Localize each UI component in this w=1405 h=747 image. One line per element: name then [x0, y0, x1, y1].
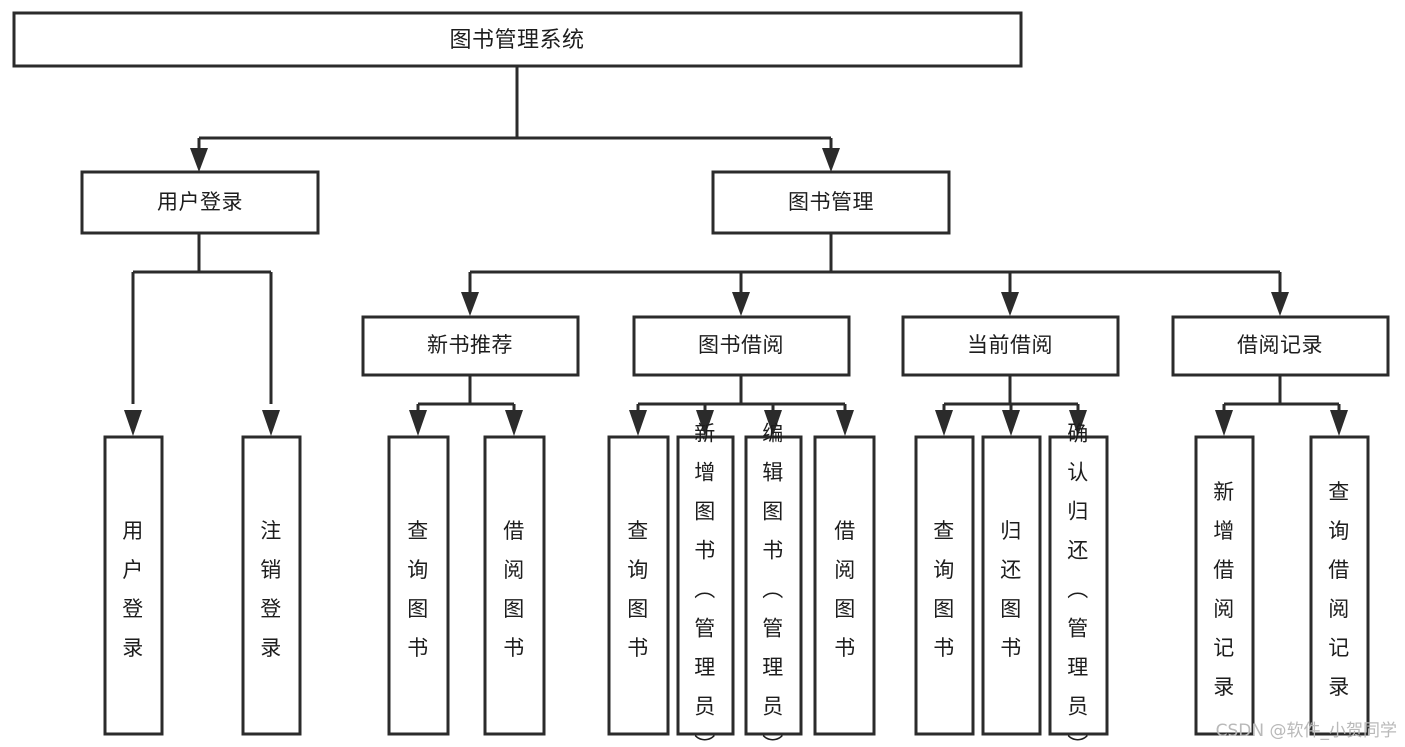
borrow-record-box[interactable] — [1171, 315, 1390, 377]
leaf-add-book-label: 新增图书︵管理员︶ — [694, 421, 716, 747]
new-book-recommend-label: 新书推荐 — [427, 333, 513, 357]
arrow-to-leaf-query-book-1 — [409, 410, 427, 436]
leaf-return-book-box[interactable] — [981, 435, 1042, 736]
leaf-query-record-box[interactable] — [1309, 435, 1370, 736]
leaf-logout[interactable]: 注销登录 — [241, 435, 302, 736]
arrow-to-leaf-add-record — [1215, 410, 1233, 436]
arrow-to-leaf-user-login — [124, 410, 142, 436]
node-book-management[interactable]: 图书管理 — [711, 170, 951, 235]
leaf-query-book-2-box[interactable] — [607, 435, 670, 736]
edge-root-to-bus — [197, 66, 833, 158]
leaf-user-login-box[interactable] — [103, 435, 164, 736]
arrow-to-leaf-query-record — [1330, 410, 1348, 436]
new-book-recommend-box[interactable] — [361, 315, 580, 377]
leaf-edit-book[interactable]: 编辑图书︵管理员︶ — [744, 421, 803, 747]
arrow-to-leaf-logout — [262, 410, 280, 436]
book-management-label: 图书管理 — [788, 190, 874, 214]
leaf-query-book-1-label: 查询图书 — [407, 519, 429, 660]
user-login-label: 用户登录 — [157, 190, 243, 214]
node-new-book-recommend[interactable]: 新书推荐 — [361, 315, 580, 377]
leaf-add-book[interactable]: 新增图书︵管理员︶ — [676, 421, 735, 747]
edge-currentborrow-to-bus — [942, 376, 1080, 412]
root-label: 图书管理系统 — [449, 28, 584, 53]
arrow-to-current-borrow — [1001, 292, 1019, 316]
arrow-to-leaf-borrow-book-2 — [836, 410, 854, 436]
leaf-query-record[interactable]: 查询借阅记录 — [1309, 435, 1370, 736]
leaf-add-record-label: 新增借阅记录 — [1213, 480, 1235, 699]
edge-bookborrow-to-bus — [636, 376, 847, 412]
edge-bookmgmt-to-bus — [468, 233, 1282, 292]
arrow-to-leaf-borrow-book-1 — [505, 410, 523, 436]
book-borrow-label: 图书借阅 — [698, 333, 784, 357]
leaf-return-book[interactable]: 归还图书 — [981, 435, 1042, 736]
leaf-user-login-label: 用户登录 — [122, 519, 144, 660]
edge-userlogin-to-bus — [131, 233, 273, 404]
arrow-to-borrow-record — [1271, 292, 1289, 316]
leaf-query-book-1-box[interactable] — [387, 435, 450, 736]
leaf-user-login[interactable]: 用户登录 — [103, 435, 164, 736]
book-management-box[interactable] — [711, 170, 951, 235]
user-login-box[interactable] — [80, 170, 320, 235]
leaf-confirm-return[interactable]: 确认归还︵管理员︶ — [1048, 421, 1109, 747]
leaf-query-book-3-label: 查询图书 — [933, 519, 955, 660]
arrow-to-leaf-query-book-3 — [935, 410, 953, 436]
arrow-to-leaf-query-book-2 — [629, 410, 647, 436]
edge-newbook-to-bus — [416, 376, 516, 412]
leaf-query-record-label: 查询借阅记录 — [1328, 480, 1350, 699]
arrow-to-leaf-return-book — [1002, 410, 1020, 436]
leaf-logout-label: 注销登录 — [260, 519, 282, 660]
leaf-borrow-book-1-label: 借阅图书 — [503, 519, 525, 660]
leaf-logout-box[interactable] — [241, 435, 302, 736]
edge-borrowrecord-to-bus — [1222, 376, 1341, 412]
leaf-add-record-box[interactable] — [1194, 435, 1255, 736]
leaf-return-book-label: 归还图书 — [1000, 519, 1022, 660]
leaf-query-book-3[interactable]: 查询图书 — [914, 435, 975, 736]
leaf-borrow-book-1-box[interactable] — [483, 435, 546, 736]
leaf-query-book-1[interactable]: 查询图书 — [387, 435, 450, 736]
arrow-to-leaf-confirm-return — [1069, 410, 1087, 436]
arrow-to-leaf-edit-book — [764, 410, 782, 436]
edges-layer — [124, 66, 1348, 436]
leaf-confirm-return-label: 确认归还︵管理员︶ — [1067, 421, 1089, 747]
node-root[interactable]: 图书管理系统 — [12, 11, 1023, 68]
leaf-add-record[interactable]: 新增借阅记录 — [1194, 435, 1255, 736]
leaf-query-book-2-label: 查询图书 — [627, 519, 649, 660]
arrow-to-leaf-add-book — [696, 410, 714, 436]
arrow-to-book-management — [822, 148, 840, 172]
arrow-to-user-login — [190, 148, 208, 172]
leaf-query-book-2[interactable]: 查询图书 — [607, 435, 670, 736]
leaf-query-book-3-box[interactable] — [914, 435, 975, 736]
arrow-to-new-book-rec — [461, 292, 479, 316]
leaf-confirm-return-box[interactable] — [1048, 435, 1109, 736]
root-box[interactable] — [12, 11, 1023, 68]
leaf-borrow-book-2-box[interactable] — [813, 435, 876, 736]
leaf-borrow-book-2-label: 借阅图书 — [834, 519, 856, 660]
arrow-to-book-borrow — [732, 292, 750, 316]
leaf-borrow-book-2[interactable]: 借阅图书 — [813, 435, 876, 736]
book-borrow-box[interactable] — [632, 315, 851, 377]
node-current-borrow[interactable]: 当前借阅 — [901, 315, 1120, 377]
leaf-borrow-book-1[interactable]: 借阅图书 — [483, 435, 546, 736]
node-borrow-record[interactable]: 借阅记录 — [1171, 315, 1390, 377]
current-borrow-box[interactable] — [901, 315, 1120, 377]
borrow-record-label: 借阅记录 — [1237, 333, 1323, 357]
leaf-add-book-box[interactable] — [676, 435, 735, 736]
leaf-edit-book-label: 编辑图书︵管理员︶ — [762, 421, 784, 747]
node-book-borrow[interactable]: 图书借阅 — [632, 315, 851, 377]
leaf-edit-book-box[interactable] — [744, 435, 803, 736]
current-borrow-label: 当前借阅 — [967, 333, 1053, 357]
node-user-login[interactable]: 用户登录 — [80, 170, 320, 235]
